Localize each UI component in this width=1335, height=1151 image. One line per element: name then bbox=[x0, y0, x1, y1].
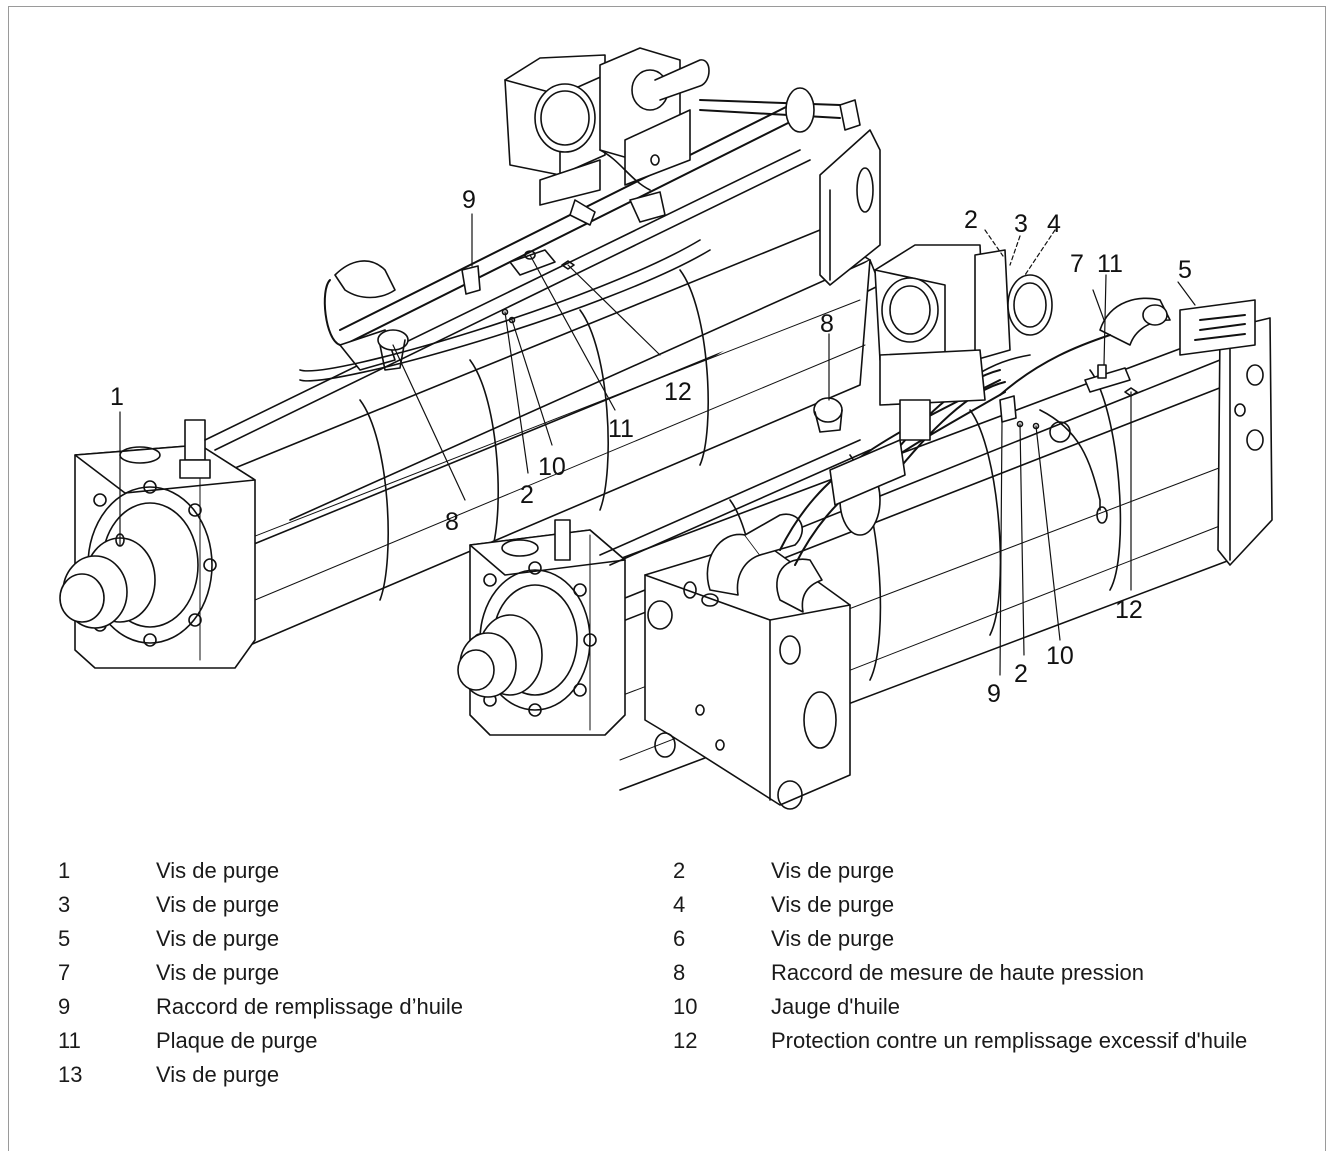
callout-2: 2 bbox=[520, 481, 534, 509]
legend-item: 9 Raccord de remplissage d’huile bbox=[58, 994, 673, 1020]
legend-item-number: 6 bbox=[673, 926, 686, 951]
legend-item: 2 Vis de purge bbox=[673, 858, 1288, 884]
callout-12: 12 bbox=[664, 378, 692, 406]
legend-item-number: 8 bbox=[673, 960, 686, 985]
legend-row: 3 Vis de purge 4 Vis de purge bbox=[58, 892, 1288, 918]
callout-7: 7 bbox=[1070, 250, 1084, 278]
legend-row: 13 Vis de purge bbox=[58, 1062, 1288, 1088]
legend-item: 3 Vis de purge bbox=[58, 892, 673, 918]
callout-10-right: 10 bbox=[1046, 642, 1074, 670]
legend-item-number: 10 bbox=[673, 994, 698, 1019]
legend-item-number: 2 bbox=[673, 858, 686, 883]
legend-item-description: Plaque de purge bbox=[156, 1028, 318, 1053]
callout-2-top: 2 bbox=[964, 206, 978, 234]
callout-8: 8 bbox=[445, 508, 459, 536]
callout-9-right: 9 bbox=[987, 680, 1001, 708]
callout-9: 9 bbox=[462, 186, 476, 214]
legend-item-description: Vis de purge bbox=[156, 892, 280, 917]
legend-item: 10 Jauge d'huile bbox=[673, 994, 1288, 1020]
callout-11: 11 bbox=[608, 415, 634, 443]
legend-item-number: 3 bbox=[58, 892, 71, 917]
legend-item-description: Raccord de remplissage d’huile bbox=[156, 994, 463, 1019]
legend-item-number: 11 bbox=[58, 1028, 81, 1053]
legend-item: 12 Protection contre un remplissage exces… bbox=[673, 1028, 1288, 1054]
legend-item-number bbox=[673, 1062, 771, 1088]
callout-8-right: 8 bbox=[820, 310, 834, 338]
legend-item: 8 Raccord de mesure de haute pression bbox=[673, 960, 1288, 986]
legend-item: 4 Vis de purge bbox=[673, 892, 1288, 918]
legend-item-number: 1 bbox=[58, 858, 71, 883]
legend-item bbox=[673, 1062, 1288, 1088]
right-cylinder bbox=[457, 229, 1273, 810]
legend-row: 7 Vis de purge 8 Raccord de mesure de haute… bbox=[58, 960, 1288, 986]
legend-item: 1 Vis de purge bbox=[58, 858, 673, 884]
legend-row: 5 Vis de purge 6 Vis de purge bbox=[58, 926, 1288, 952]
legend-item: 13 Vis de purge bbox=[58, 1062, 673, 1088]
legend-item-description: Raccord de mesure de haute pression bbox=[771, 960, 1144, 985]
legend-item-description: Protection contre un remplissage excessi… bbox=[771, 1028, 1248, 1053]
callout-2-bottom: 2 bbox=[1014, 660, 1028, 688]
callout-1: 1 bbox=[110, 383, 124, 411]
legend-item-description: Vis de purge bbox=[156, 858, 280, 883]
callouts: 1 9 12 11 10 2 8 2 3 4 7 11 5 8 12 10 2 … bbox=[110, 186, 1192, 708]
legend-item-description: Vis de purge bbox=[156, 1062, 280, 1087]
legend-item-number: 13 bbox=[58, 1062, 83, 1087]
legend-item-description: Vis de purge bbox=[156, 960, 280, 985]
callout-5: 5 bbox=[1178, 256, 1192, 284]
legend-row: 1 Vis de purge 2 Vis de purge bbox=[58, 858, 1288, 884]
callout-11-right: 11 bbox=[1097, 250, 1123, 278]
callout-3: 3 bbox=[1014, 210, 1028, 238]
legend-item-description: Vis de purge bbox=[156, 926, 280, 951]
legend-item-description: Vis de purge bbox=[771, 858, 895, 883]
figure-frame bbox=[8, 6, 1326, 1151]
legend-item-number: 5 bbox=[58, 926, 71, 951]
legend-item: 6 Vis de purge bbox=[673, 926, 1288, 952]
legend-item-description bbox=[771, 1062, 1271, 1088]
legend-row: 9 Raccord de remplissage d’huile 10 Jauge d… bbox=[58, 994, 1288, 1020]
callout-4: 4 bbox=[1047, 210, 1061, 238]
legend-item-number: 9 bbox=[58, 994, 71, 1019]
legend-item-description: Jauge d'huile bbox=[771, 994, 900, 1019]
legend-item-description: Vis de purge bbox=[771, 892, 895, 917]
legend-item-number: 12 bbox=[673, 1028, 698, 1053]
legend-item-number: 7 bbox=[58, 960, 71, 985]
legend-item: 5 Vis de purge bbox=[58, 926, 673, 952]
legend-item: 7 Vis de purge bbox=[58, 960, 673, 986]
legend-item-description: Vis de purge bbox=[771, 926, 895, 951]
left-cylinder bbox=[59, 47, 881, 669]
callout-12-right: 12 bbox=[1115, 596, 1143, 624]
legend-item: 11 Plaque de purge bbox=[58, 1028, 673, 1054]
legend-row: 11 Plaque de purge 12 Protection contre un … bbox=[58, 1028, 1288, 1054]
legend-item-number: 4 bbox=[673, 892, 686, 917]
callout-10: 10 bbox=[538, 453, 566, 481]
cylinder-illustration: 1 9 12 11 10 2 8 2 3 4 7 11 5 8 12 10 2 … bbox=[59, 47, 1273, 810]
